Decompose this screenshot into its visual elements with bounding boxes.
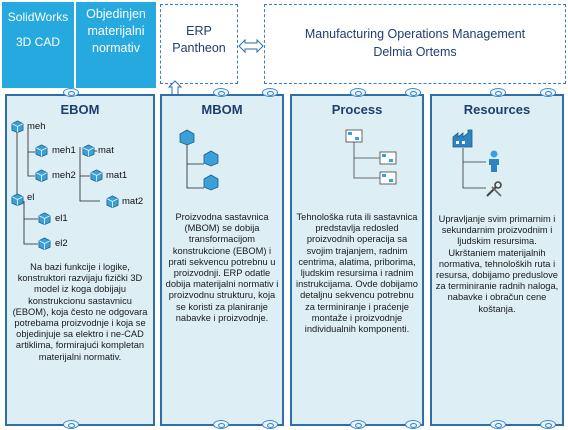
ring-icon [405,420,421,429]
ring-icon [262,88,278,97]
ring-icon [262,420,278,429]
objedinjeni-line3: normativ [92,41,140,55]
mom-sublabel: Delmia Ortems [373,45,457,59]
ebom-description: Na bazi funkcije i logike, konstruktori … [12,262,148,362]
ring-icon [540,88,556,97]
ebom-node-mat1: mat1 [106,170,128,181]
ebom-node-mat: mat [98,145,114,156]
mom-delmia-box: Manufacturing Operations Management Delm… [264,4,566,84]
process-flow-icon [345,129,397,185]
ring-icon [63,420,79,429]
ring-icon [350,88,366,97]
tools-icon [486,181,502,197]
ebom-node-el2: el2 [55,238,68,249]
double-arrow-icon [238,38,264,54]
process-description: Tehnološka ruta ili sastavnica predstavl… [296,212,418,335]
mbom-description: Proizvodna sastavnica (MBOM) se dobija t… [165,212,279,323]
objedinjeni-line1: Objedinjen [86,7,146,21]
ring-icon [490,88,506,97]
resources-title: Resources [463,102,531,117]
ring-icon [213,88,229,97]
cube-icon [35,169,48,182]
ring-icon [405,88,421,97]
cube-icon [38,237,51,250]
factory-icon [452,129,473,148]
resource-tree-lines [462,148,486,189]
erp-label: ERP [186,24,212,38]
process-panel: Process [290,94,424,426]
objedinjeni-line2: materijalni [87,24,145,38]
process-title: Process [331,102,383,117]
objedinjeni-normativ-box: Objedinjen materijalni normativ [76,2,156,88]
ebom-node-mat2: mat2 [122,196,144,207]
erp-pantheon-box: ERP Pantheon [160,4,238,84]
mbom-structure-icon [179,129,219,191]
solidworks-sublabel: 3D CAD [15,35,60,49]
cube-icon [38,212,51,225]
cube-icon [82,144,95,157]
cube-icon [35,144,48,157]
ring-icon [63,88,79,97]
cube-icon [11,193,24,206]
ring-icon [350,420,366,429]
ring-icon [540,420,556,429]
ebom-node-meh2: meh2 [52,170,76,181]
cube-icon [11,120,24,133]
mbom-title: MBOM [201,102,243,117]
ring-icon [490,420,506,429]
solidworks-box: SolidWorks 3D CAD [2,2,74,88]
ring-icon [213,420,229,429]
ebom-node-meh: meh [27,121,46,132]
worker-icon [489,150,499,172]
ebom-node-el1: el1 [55,213,68,224]
resources-description: Upravljanje svim primarnim i sekundarnim… [435,214,559,314]
ebom-node-meh1: meh1 [52,145,76,156]
mom-label: Manufacturing Operations Management [304,27,526,41]
ebom-title: EBOM [60,102,100,117]
cube-icon [106,195,119,208]
erp-sublabel: Pantheon [172,41,226,55]
ebom-node-el: el [27,192,35,203]
solidworks-label: SolidWorks [7,10,69,24]
cube-icon [90,169,103,182]
